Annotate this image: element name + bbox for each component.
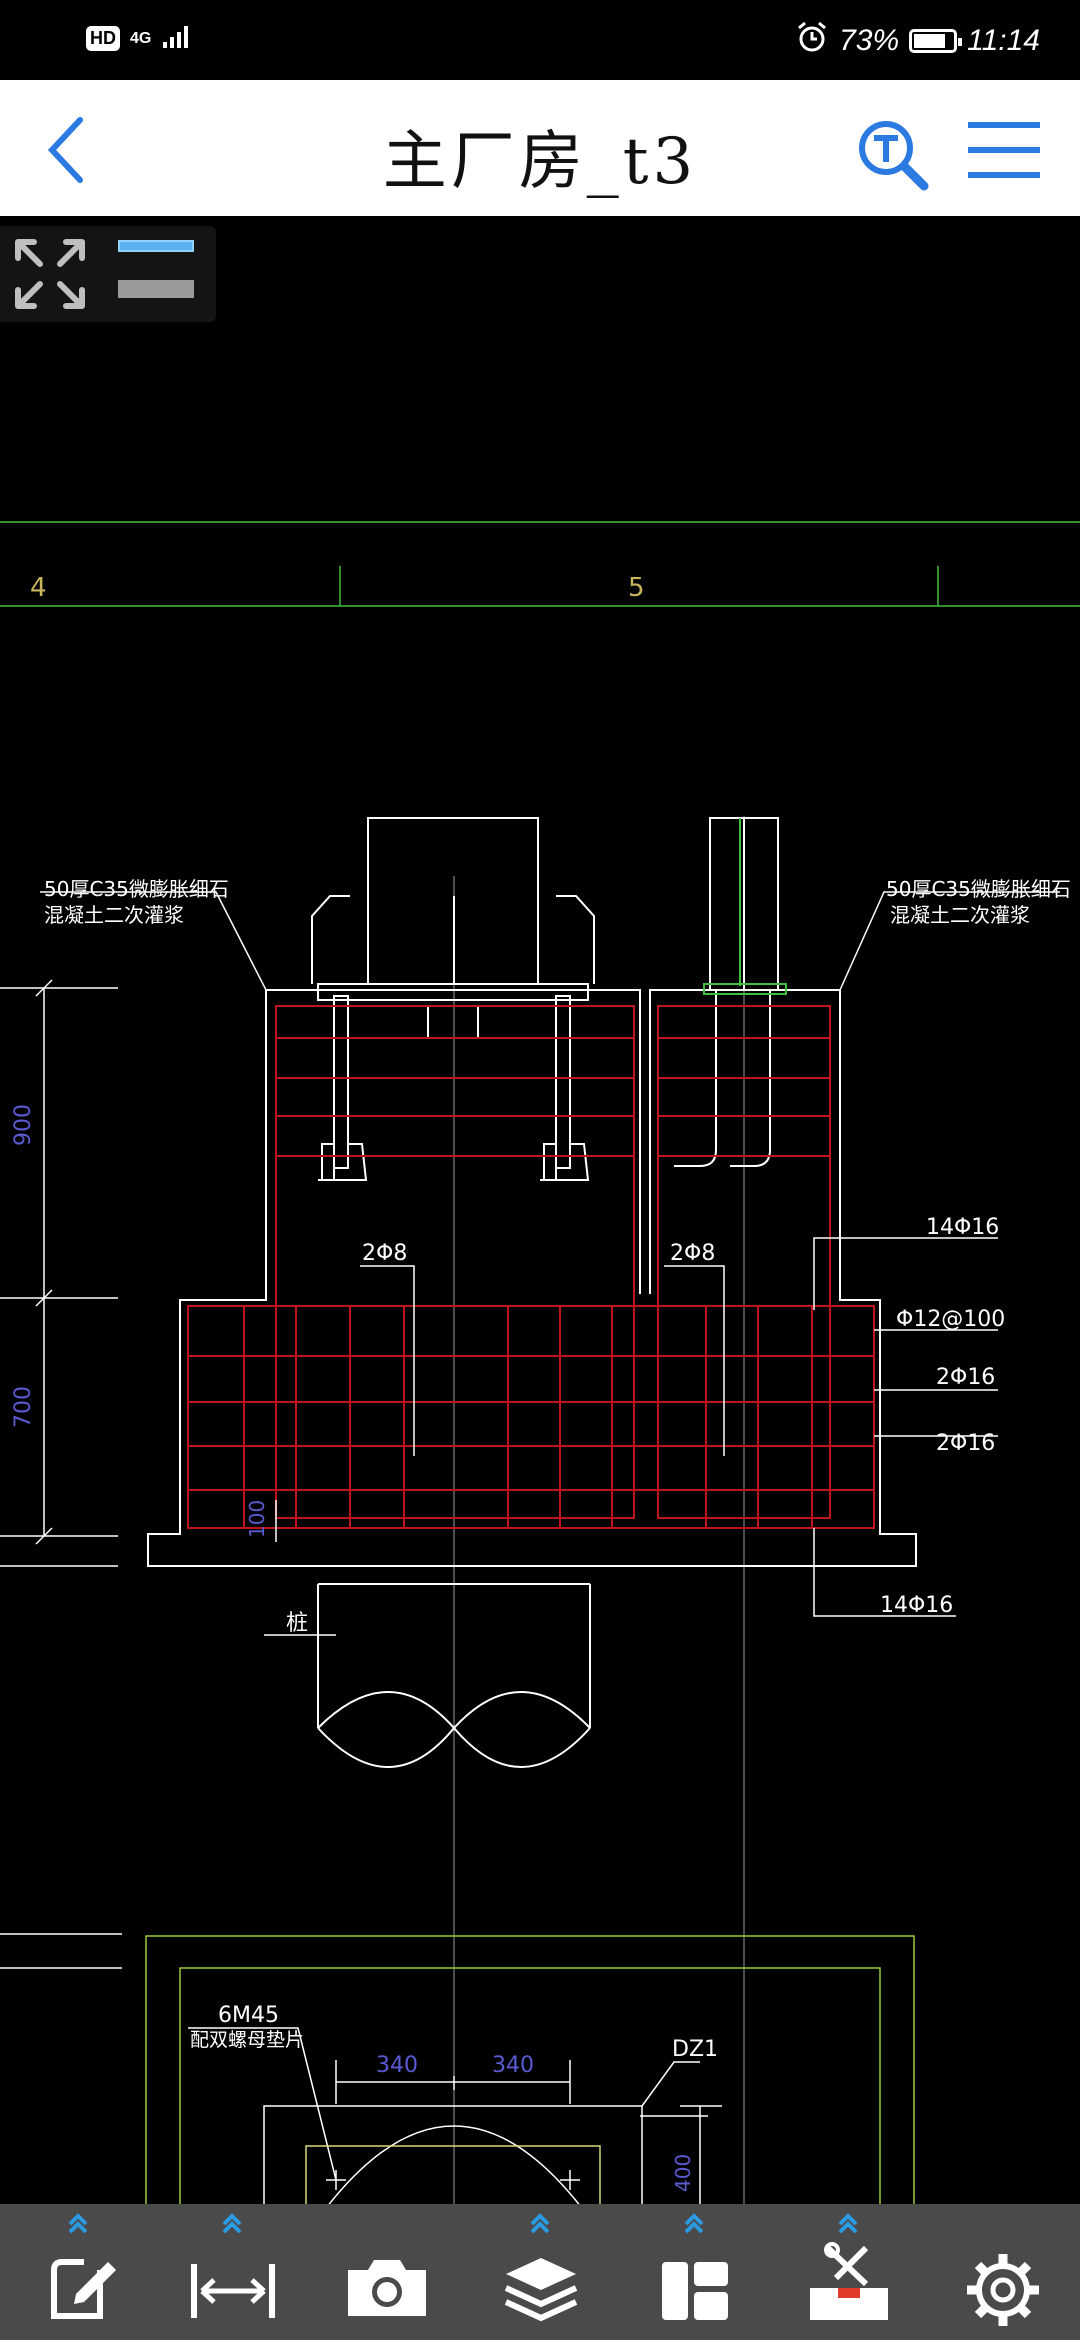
text-search-button[interactable] [852,114,932,194]
rebar-2phi16-b-label: 2Φ16 [936,1431,995,1456]
pile-label: 桩 [286,1611,308,1636]
layout-toggle-button[interactable] [118,240,194,308]
back-button[interactable] [36,110,96,190]
measure-button[interactable] [178,2204,288,2340]
measure-icon [191,2213,275,2318]
dim-340-b: 340 [492,2053,534,2078]
dim-340-a: 340 [376,2053,418,2078]
rebar-top-label: 14Φ16 [926,1215,999,1240]
grid-label-4: 4 [30,573,47,603]
status-bar: HD 4G 73% 11:14 [0,0,1080,80]
dim-400: 400 [671,2154,695,2192]
layout-bars-icon [118,240,194,298]
fit-screen-button[interactable] [10,234,90,314]
camera-icon [348,2260,426,2316]
rebar-2phi8-left-label: 2Φ8 [362,1241,407,1266]
bolts-label: 6M45 [218,2003,279,2028]
page-title: 主厂房_t3 [382,125,698,199]
app-bar: 主厂房_t3 [0,80,1080,216]
dim-100: 100 [245,1500,269,1538]
annotate-button[interactable] [24,2204,134,2340]
edit-icon [51,2213,116,2319]
rebar-2phi16-a-label: 2Φ16 [936,1365,995,1390]
chevron-left-icon [47,117,83,183]
expand-arrows-icon [15,239,85,309]
dim-700: 700 [11,1386,36,1428]
network-type: 4G [130,29,152,47]
layers-button[interactable] [486,2204,596,2340]
drawing-canvas[interactable]: 4 5 [0,216,1080,2216]
layers-icon [504,2213,578,2322]
rebar-stirrup-label: Φ12@100 [896,1307,1005,1332]
tools-button[interactable] [794,2204,904,2340]
grout-note-left-2: 混凝土二次灌浆 [44,903,184,927]
menu-button[interactable] [966,118,1042,182]
clock: 11:14 [967,24,1040,57]
grout-note-left-1: 50厚C35微膨胀细石 [44,877,229,901]
hamburger-icon [968,122,1040,178]
signal-icon [161,22,193,55]
settings-button[interactable] [948,2204,1058,2340]
gear-icon [967,2254,1039,2326]
screenshot-button[interactable] [332,2204,442,2340]
toolbox-icon [810,2213,888,2320]
text-search-icon [859,121,929,191]
battery-icon [909,29,963,53]
bolts-note-label: 配双螺母垫片 [190,2029,304,2051]
hd-badge: HD [86,26,120,51]
dim-900: 900 [11,1104,36,1146]
rebar-2phi8-right-label: 2Φ8 [670,1241,715,1266]
column-label: DZ1 [672,2037,718,2062]
bottom-toolbar [0,2204,1080,2340]
rebar-bottom-label: 14Φ16 [880,1593,953,1618]
grout-note-right-1: 50厚C35微膨胀细石 [886,877,1071,901]
battery-percent: 73% [839,24,900,57]
grid-label-5: 5 [628,573,645,603]
layout-icon [662,2213,728,2320]
layout-button[interactable] [640,2204,750,2340]
alarm-icon [795,20,829,62]
grout-note-right-2: 混凝土二次灌浆 [890,903,1030,927]
